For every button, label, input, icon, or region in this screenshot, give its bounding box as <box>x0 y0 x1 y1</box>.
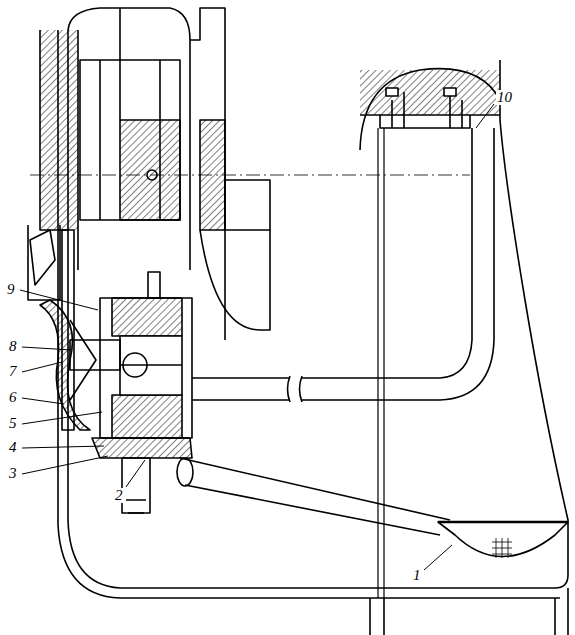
callout-number: 2 <box>114 488 124 503</box>
callout-number: 1 <box>412 568 422 583</box>
callout-number: 10 <box>496 90 513 105</box>
callout-number: 7 <box>8 364 18 379</box>
callout-number: 4 <box>8 440 18 455</box>
callout-number: 8 <box>8 339 18 354</box>
callout-number: 6 <box>8 390 18 405</box>
callout-number: 3 <box>8 466 18 481</box>
callout-number: 9 <box>6 282 16 297</box>
callout-number: 5 <box>8 416 18 431</box>
